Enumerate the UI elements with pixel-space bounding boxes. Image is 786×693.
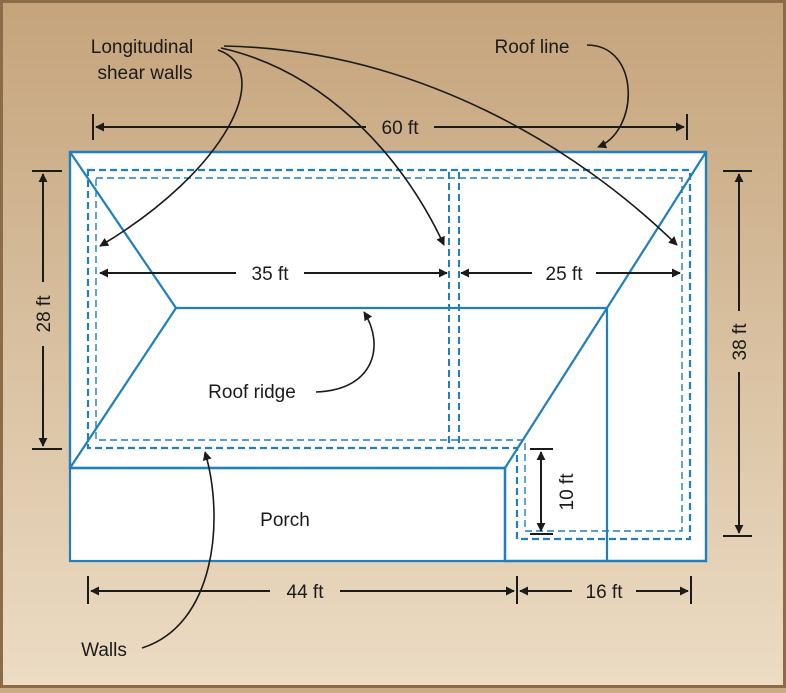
roof-plan xyxy=(68,150,708,563)
outer-wall-outer xyxy=(86,168,692,541)
dim-16-text: 16 ft xyxy=(586,582,624,603)
walls-dashed xyxy=(86,168,692,541)
label-roof-line: Roof line xyxy=(495,37,570,58)
dim-28-text: 28 ft xyxy=(34,295,55,333)
callout-leaders xyxy=(99,44,678,649)
roof-hip-left-lower xyxy=(69,307,177,469)
dim-10-text: 10 ft xyxy=(557,473,578,511)
leader-walls xyxy=(141,451,215,649)
roof-hips xyxy=(69,151,707,310)
label-roof-ridge: Roof ridge xyxy=(208,382,296,403)
label-porch: Porch xyxy=(260,510,310,531)
leader-shear-wall-right xyxy=(223,45,678,246)
label-shear-walls: shear walls xyxy=(97,63,192,84)
dim-35-text: 35 ft xyxy=(252,264,290,285)
leader-roof-ridge xyxy=(315,311,375,393)
dim-25-text: 25 ft xyxy=(546,264,584,285)
dimension-lines xyxy=(32,114,752,604)
roof-hip-right-lower xyxy=(504,307,608,469)
label-walls: Walls xyxy=(81,640,127,661)
outer-wall-inner xyxy=(95,177,683,532)
label-longitudinal: Longitudinal xyxy=(91,37,193,58)
leader-shear-wall-left xyxy=(99,49,243,247)
dim-44-text: 44 ft xyxy=(287,582,325,603)
labels: Longitudinal shear walls Roof line Roof … xyxy=(34,37,751,661)
leader-roof-line xyxy=(586,44,629,149)
leader-shear-wall-middle xyxy=(220,47,445,246)
dim-60-text: 60 ft xyxy=(382,118,420,139)
dim-38-text: 38 ft xyxy=(730,323,751,361)
